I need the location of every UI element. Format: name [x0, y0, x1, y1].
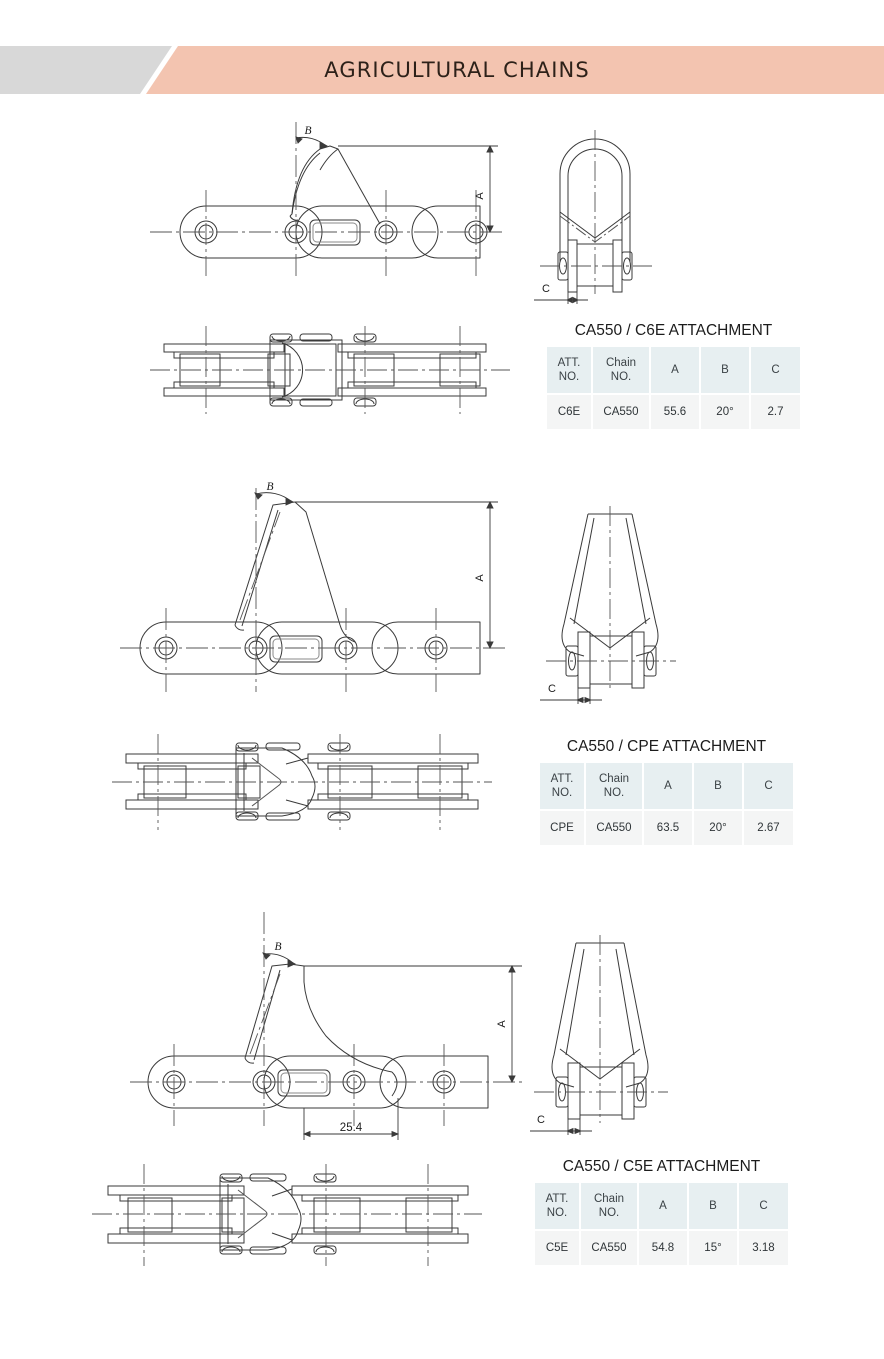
- dim-label-b: B: [266, 481, 273, 493]
- th-att-no: ATT.NO.: [540, 763, 584, 809]
- cell-chain-no: CA550: [593, 395, 649, 429]
- dim-label-b: B: [274, 941, 281, 953]
- dim-label-a: A: [496, 1020, 508, 1028]
- th-att-no: ATT.NO.: [547, 347, 591, 393]
- th-b: B: [694, 763, 742, 809]
- dim-label-a: A: [474, 574, 486, 582]
- drawing-c6e-end: C: [520, 112, 700, 304]
- spec-title-c5e: CA550 / C5E ATTACHMENT: [562, 1158, 761, 1175]
- cell-a: 63.5: [644, 811, 692, 845]
- cell-chain-no: CA550: [581, 1231, 637, 1265]
- table-row: C5E CA550 54.8 15° 3.18: [535, 1231, 788, 1265]
- cell-a: 55.6: [651, 395, 699, 429]
- cell-chain-no: CA550: [586, 811, 642, 845]
- header-grey-tab: [0, 46, 172, 94]
- drawing-c5e-front: A B 25.4: [130, 900, 530, 1145]
- th-c: C: [744, 763, 793, 809]
- spec-title-c6e: CA550 / C6E ATTACHMENT: [574, 322, 773, 339]
- drawing-c5e-plan: [92, 1156, 482, 1272]
- th-a: A: [644, 763, 692, 809]
- drawing-c6e-front: A B: [150, 110, 510, 300]
- cell-b: 20°: [701, 395, 749, 429]
- th-b: B: [689, 1183, 737, 1229]
- th-b: B: [701, 347, 749, 393]
- cell-att-no: C6E: [547, 395, 591, 429]
- cell-c: 3.18: [739, 1231, 788, 1265]
- th-c: C: [739, 1183, 788, 1229]
- dim-label-a: A: [474, 192, 486, 200]
- cell-b: 15°: [689, 1231, 737, 1265]
- cell-c: 2.7: [751, 395, 800, 429]
- th-att-no: ATT.NO.: [535, 1183, 579, 1229]
- cell-c: 2.67: [744, 811, 793, 845]
- drawing-c5e-end: C: [512, 925, 692, 1135]
- page-title: AGRICULTURAL CHAINS: [324, 58, 590, 82]
- spec-title-cpe: CA550 / CPE ATTACHMENT: [566, 738, 767, 755]
- drawing-cpe-plan: [112, 726, 492, 836]
- dim-label-b: B: [304, 125, 311, 137]
- th-a: A: [639, 1183, 687, 1229]
- cell-b: 20°: [694, 811, 742, 845]
- th-c: C: [751, 347, 800, 393]
- drawing-cpe-end: C: [528, 496, 698, 704]
- cell-a: 54.8: [639, 1231, 687, 1265]
- dim-label-pitch: 25.4: [340, 1122, 363, 1134]
- th-a: A: [651, 347, 699, 393]
- table-row: C6E CA550 55.6 20° 2.7: [547, 395, 800, 429]
- dim-label-c: C: [548, 683, 556, 695]
- cell-att-no: CPE: [540, 811, 584, 845]
- table-row: CPE CA550 63.5 20° 2.67: [540, 811, 793, 845]
- cell-att-no: C5E: [535, 1231, 579, 1265]
- dim-label-c: C: [537, 1114, 545, 1126]
- page-header-banner: [0, 46, 884, 94]
- drawing-cpe-front: A B: [120, 480, 510, 692]
- drawing-c6e-plan: [150, 318, 510, 422]
- dim-label-c: C: [542, 283, 550, 295]
- header-peach-band: [146, 46, 884, 94]
